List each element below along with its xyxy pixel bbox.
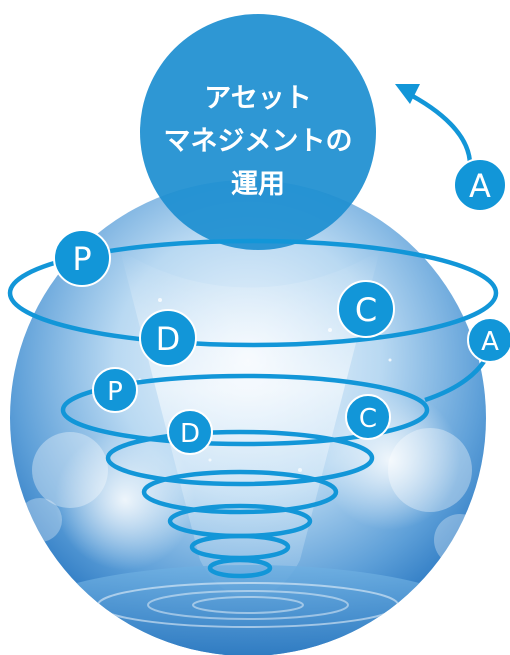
title-line-3: 運用 [231,169,285,200]
title-line-1: アセット [204,83,311,114]
badge-c-2-label: C [359,404,377,434]
spiral-ring-3 [105,429,375,487]
badge-d-1: D [139,309,197,367]
badge-p-2: P [92,367,138,413]
badge-a-2: A [467,317,510,363]
badge-d-2: D [167,409,213,455]
title-circle: アセット マネジメントの 運用 [140,14,376,250]
badge-c-2: C [345,394,391,440]
title-line-2: マネジメントの [164,126,353,157]
badge-a-1: A [453,158,507,212]
spiral-ring-1 [7,238,499,348]
badge-c-1-label: C [355,291,377,329]
badge-d-2-label: D [180,419,200,449]
badge-d-1-label: D [156,320,181,358]
upward-arrow [395,84,473,166]
badge-p-1: P [53,229,111,287]
spiral-ring-4 [141,469,339,515]
spiral-ring-7 [207,557,273,579]
badge-c-1: C [337,280,395,338]
badge-p-1-label: P [72,240,91,278]
badge-a-2-label: A [481,327,499,357]
badge-a-1-label: A [469,167,491,205]
spiral-rings [7,238,499,579]
spiral-ring-2 [60,373,430,447]
badge-p-2-label: P [107,377,123,407]
